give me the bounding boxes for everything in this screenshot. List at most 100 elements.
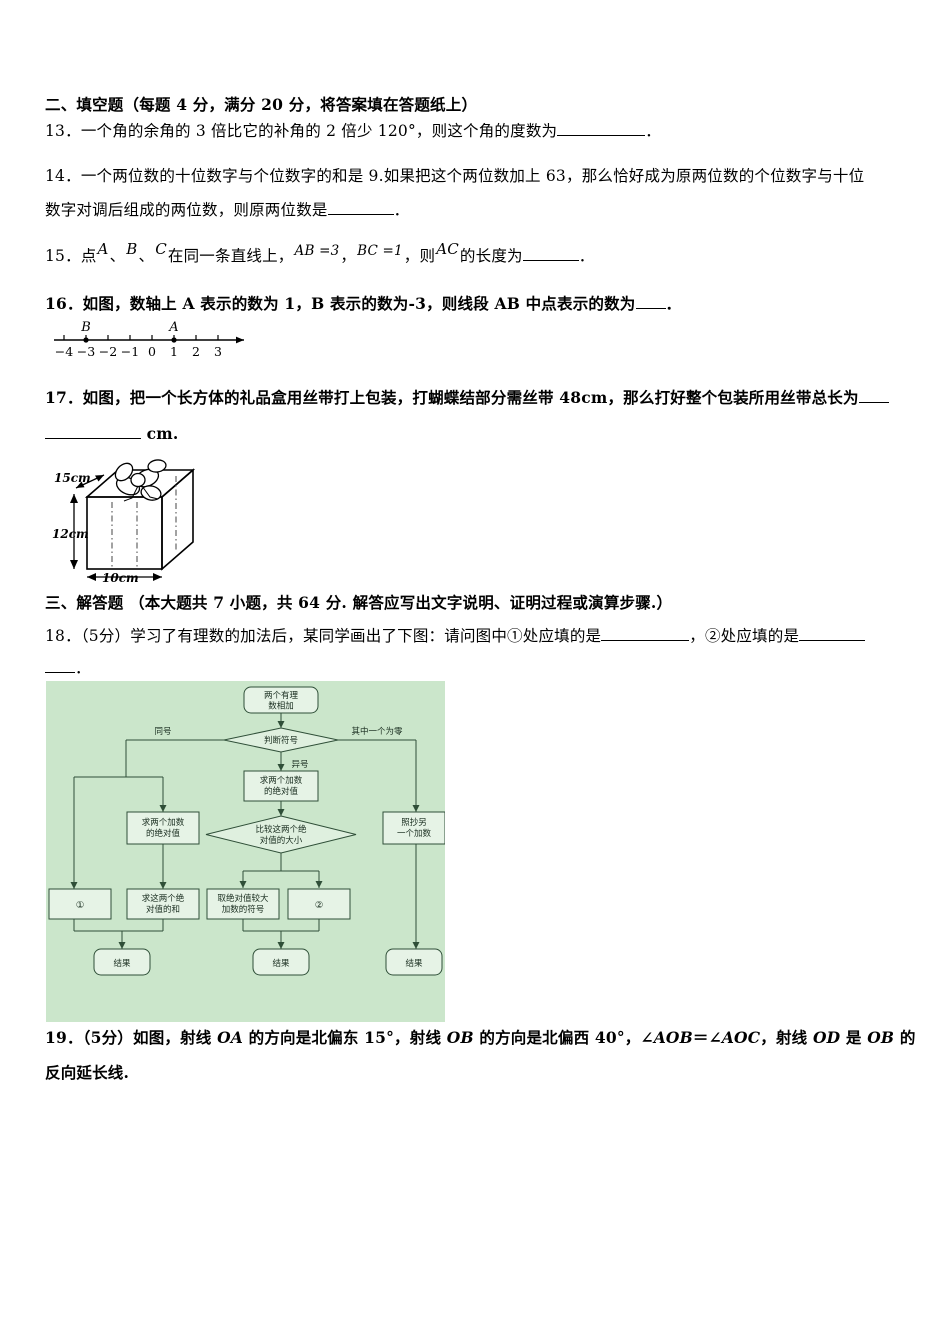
svg-text:一个加数: 一个加数: [397, 828, 432, 839]
question-19-line-2: 反向延长线.: [45, 1063, 130, 1082]
flow-node-result-1: 结果: [93, 948, 151, 976]
svg-text:−4: −4: [55, 344, 73, 359]
flow-node-result-2: 结果: [252, 948, 310, 976]
question-18-tail: ．: [75, 659, 91, 677]
ray-ob-label: OB: [446, 1028, 474, 1047]
question-15-comma-1: ，: [340, 247, 357, 265]
question-17-text-line-1: 如图，把一个长方体的礼品盒用丝带打上包装，打蝴蝶结部分需丝带 48cm，那么打好…: [82, 388, 859, 407]
svg-text:−3: −3: [77, 344, 95, 359]
question-19-text-f: 是: [840, 1028, 868, 1047]
svg-text:1: 1: [170, 344, 178, 359]
point-a-marker: [171, 337, 177, 343]
question-13-tail: ．: [645, 122, 661, 140]
box-width-label: 10cm: [102, 571, 139, 585]
ray-od-label: OD: [812, 1028, 841, 1047]
rational-addition-flowchart: 两个有理 数相加 判断符号 同号 其中一个为零 异号 求两个加数 的绝对值 求两…: [46, 681, 445, 1022]
question-14-text-line-2: 数字对调后组成的两位数，则原两位数是: [45, 201, 328, 219]
flow-node-result-3: 结果: [385, 948, 443, 976]
question-15-answer-blank[interactable]: [522, 260, 579, 261]
angle-aoc-label: AOC: [721, 1028, 761, 1047]
svg-text:−1: −1: [121, 344, 139, 359]
question-16-number: 16．: [45, 294, 83, 313]
question-15-prefix: 点: [80, 247, 97, 265]
question-15-number: 15．: [45, 247, 81, 265]
segment-bc-value: BC =1: [357, 243, 403, 259]
svg-text:照抄另: 照抄另: [401, 817, 427, 828]
question-14-answer-blank[interactable]: [327, 214, 394, 215]
box-height-label: 12cm: [52, 527, 89, 541]
question-17-answer-blank-b[interactable]: [45, 438, 141, 439]
flow-node-copy-other-addend: 照抄另 一个加数: [382, 811, 445, 845]
point-b-marker: [83, 337, 89, 343]
question-16-answer-blank[interactable]: [635, 308, 666, 309]
question-15-comma-2: ，则: [403, 247, 436, 265]
question-14-text-line-1: 一个两位数的十位数字与个位数字的和是 9.如果把这个两位数加上 63，那么恰好成…: [80, 167, 865, 185]
question-14-number: 14．: [45, 167, 81, 185]
question-17-answer-blank-a[interactable]: [858, 402, 889, 403]
question-13-answer-blank[interactable]: [557, 135, 646, 136]
svg-text:3: 3: [214, 344, 222, 359]
question-18-line-2: ．: [45, 658, 925, 678]
question-14-tail: ．: [393, 201, 410, 219]
svg-text:B: B: [80, 320, 91, 335]
point-c-label: C: [155, 240, 167, 258]
svg-text:结果: 结果: [113, 958, 131, 969]
section-2-heading: 二、填空题（每题 4 分，满分 20 分，将答案填在答题纸上）: [45, 95, 478, 114]
question-18-line-1: 18．（5分）学习了有理数的加法后，某同学画出了下图：请问图中①处应填的是 ，②处…: [45, 626, 925, 646]
question-15-tail: ．: [578, 247, 595, 265]
svg-text:取绝对值较大: 取绝对值较大: [217, 893, 269, 904]
svg-text:2: 2: [192, 344, 200, 359]
question-15-sep-1: 、: [109, 247, 126, 265]
flow-node-decide-sign: 判断符号: [223, 727, 339, 753]
segment-ab-value: AB =3: [294, 243, 340, 259]
svg-text:A: A: [168, 320, 178, 335]
ray-oa-label: OA: [217, 1028, 244, 1047]
question-18-answer-blank-1[interactable]: [601, 640, 690, 641]
angle-aob-label: AOB: [653, 1028, 693, 1047]
question-15-sep-2: 、: [138, 247, 155, 265]
question-17-line-2: cm.: [45, 424, 925, 444]
question-19-text-c: 的方向是北偏西 40°，∠: [473, 1028, 654, 1047]
svg-text:数相加: 数相加: [268, 701, 294, 712]
svg-text:判断符号: 判断符号: [264, 735, 298, 746]
flow-node-sum-abs: 求这两个绝 对值的和: [126, 888, 200, 920]
flow-label-diff-sign: 异号: [291, 760, 308, 770]
svg-text:对值的大小: 对值的大小: [260, 835, 303, 846]
question-19-text-e: ，射线: [760, 1028, 813, 1047]
svg-text:结果: 结果: [272, 958, 290, 969]
svg-text:①: ①: [76, 900, 85, 911]
svg-text:②: ②: [315, 900, 324, 911]
svg-text:的绝对值: 的绝对值: [146, 828, 181, 839]
svg-text:0: 0: [148, 344, 156, 359]
question-18-text-b: ，②处应填的是: [689, 627, 800, 645]
question-18-number: 18．: [45, 627, 81, 645]
question-15-mid: 在同一条直线上，: [167, 247, 294, 265]
flow-node-compare-abs: 比较这两个绝 对值的大小: [205, 815, 357, 854]
box-depth-label: 15cm: [54, 471, 91, 485]
question-16-tail: ．: [665, 294, 682, 313]
gift-box-figure: 15cm 12cm 10cm: [52, 452, 242, 587]
svg-text:加数的符号: 加数的符号: [222, 904, 265, 915]
flow-node-abs-addends-left: 求两个加数 的绝对值: [126, 811, 200, 845]
question-17-line-1: 17．如图，把一个长方体的礼品盒用丝带打上包装，打蝴蝶结部分需丝带 48cm，那…: [45, 388, 925, 408]
question-18-answer-blank-3[interactable]: [45, 672, 75, 673]
question-13-number: 13．: [45, 122, 81, 140]
point-b-label: B: [126, 240, 138, 258]
flow-node-start: 两个有理 数相加: [243, 686, 319, 714]
flow-node-take-sign: 取绝对值较大 加数的符号: [206, 888, 280, 920]
question-13-text: 一个角的余角的 3 倍比它的补角的 2 倍少 120°，则这个角的度数为: [80, 122, 558, 140]
question-18-text-a: （5分）学习了有理数的加法后，某同学画出了下图：请问图中①处应填的是: [80, 627, 602, 645]
ray-ob2-label: OB: [867, 1028, 895, 1047]
svg-text:两个有理: 两个有理: [264, 690, 299, 701]
svg-text:比较这两个绝: 比较这两个绝: [255, 824, 307, 835]
segment-ac-label: AC: [436, 240, 459, 258]
question-14-line-2: 数字对调后组成的两位数，则原两位数是 ．: [45, 200, 925, 220]
question-19-text-a: （5分）如图，射线: [82, 1028, 218, 1047]
flow-label-one-zero: 其中一个为零: [351, 726, 403, 737]
question-13: 13．一个角的余角的 3 倍比它的补角的 2 倍少 120°，则这个角的度数为 ．: [45, 121, 925, 141]
question-18-answer-blank-2[interactable]: [799, 640, 866, 641]
question-15-post: 的长度为: [459, 247, 523, 265]
question-19-text-d: ＝∠: [692, 1028, 722, 1047]
svg-text:结果: 结果: [405, 958, 423, 969]
